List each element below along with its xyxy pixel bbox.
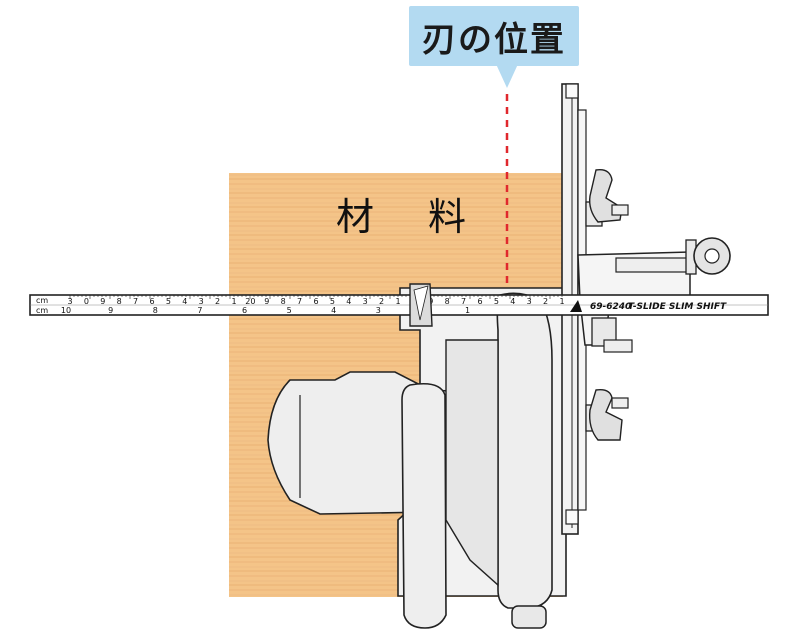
slider-plate (615, 257, 689, 273)
ruler-top-number: 1 (395, 297, 400, 306)
ruler-top-number: 1 (559, 297, 564, 306)
ruler-top-number: 8 (281, 297, 286, 306)
fence-lower-clamp-icon[interactable] (588, 388, 623, 441)
ruler-top-number: 2 (215, 297, 220, 306)
ruler-top-number: 20 (245, 297, 255, 306)
fence-top-cap (565, 83, 579, 99)
ruler-top-number: 9 (264, 297, 269, 306)
ruler-top-number: 6 (313, 297, 318, 306)
ruler-bottom-number: 5 (287, 306, 292, 315)
blade-position-callout: 刃の位置 (409, 6, 579, 66)
ruler-side-label-bottom: cm (36, 306, 48, 315)
ruler-bottom-number: 10 (61, 306, 71, 315)
ruler-side-label-top: cm (36, 296, 48, 305)
ruler-top-number: 8 (445, 297, 450, 306)
ruler-bottom-number: 7 (197, 306, 202, 315)
ruler-brand-name: T-SLIDE SLIM SHIFT (628, 302, 727, 312)
ruler-bottom-number: 8 (153, 306, 158, 315)
ruler-bottom-number: 3 (376, 306, 381, 315)
saw-depth-knob (511, 605, 547, 629)
ruler-top-number: 8 (117, 297, 122, 306)
ruler-bottom-number: 9 (108, 306, 113, 315)
ruler-top-number: 1 (231, 297, 236, 306)
ruler-top-numbers: 309876543212098765432110987654321 (67, 297, 564, 306)
ruler-top-number: 6 (149, 297, 154, 306)
ruler-top-number: 3 (363, 297, 368, 306)
ruler-top-number: 2 (379, 297, 384, 306)
ruler-bottom-number: 4 (331, 306, 336, 315)
ruler-top-number: 4 (510, 297, 515, 306)
fence-bottom-cap (565, 509, 579, 525)
ruler-top-number: 7 (461, 297, 466, 306)
ruler-top-number: 4 (182, 297, 187, 306)
ruler-top-number: 7 (133, 297, 138, 306)
ruler-top-number: 0 (84, 297, 89, 306)
ruler-top-number: 5 (494, 297, 499, 306)
ruler-top-number: 5 (330, 297, 335, 306)
material-label-char-1: 材 (336, 195, 375, 239)
ruler-top-number: 3 (199, 297, 204, 306)
ruler-top-number: 3 (67, 297, 72, 306)
lock-knob-center (704, 248, 720, 264)
saw-blade-guard (496, 292, 553, 609)
ruler-top-number: 3 (527, 297, 532, 306)
ruler-top-number: 2 (543, 297, 548, 306)
material-label: 材 料 (336, 186, 466, 239)
material-label-char-2: 料 (427, 195, 466, 239)
fence-upper-bolt (611, 204, 629, 216)
callout-label: 刃の位置 (422, 19, 566, 60)
saw-handle (401, 382, 447, 629)
ruler-bottom-number: 1 (465, 306, 470, 315)
ruler-top-number: 4 (346, 297, 351, 306)
ruler-top-number: 6 (477, 297, 482, 306)
ruler-top-number: 9 (100, 297, 105, 306)
ruler-model-number: 69-6240 (590, 302, 631, 312)
ruler-top-number: 5 (166, 297, 171, 306)
callout-pointer (496, 64, 518, 88)
ruler-bottom-number: 6 (242, 306, 247, 315)
brand-logo-icon (570, 300, 582, 312)
saw-front-housing (445, 339, 499, 587)
slider-clip-highlight (413, 285, 429, 321)
slider-lower-nut (603, 339, 633, 353)
fence-lower-bolt (611, 397, 629, 409)
ruler-top-number: 7 (297, 297, 302, 306)
